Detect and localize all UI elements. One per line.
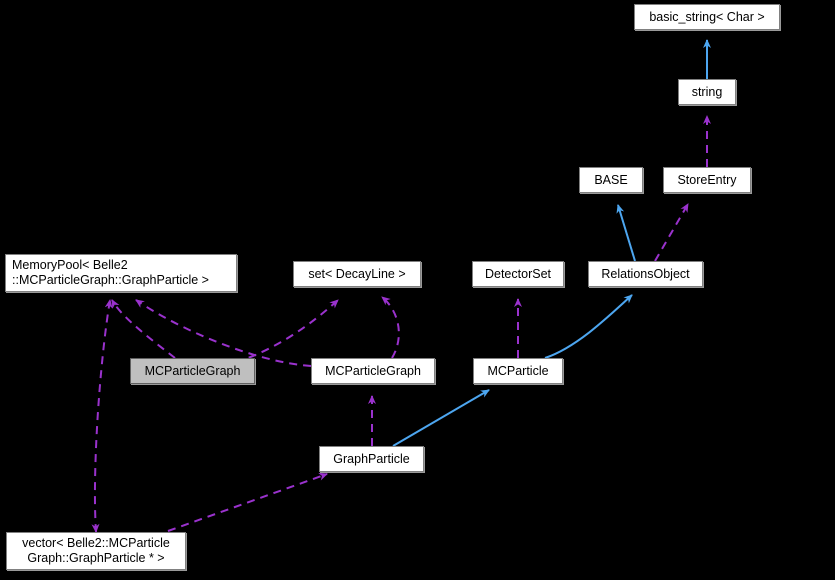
class-node-vector-graphparticle[interactable]: vector< Belle2::MCParticle Graph::GraphP…	[6, 532, 186, 570]
class-node-graph-particle[interactable]: GraphParticle	[319, 446, 424, 472]
class-node-store-entry[interactable]: StoreEntry	[663, 167, 751, 193]
class-node-label: StoreEntry	[677, 173, 737, 187]
edge-mcparticlegraph-to-memorypool	[135, 299, 312, 367]
edge-mcparticlegraph-current-to-setdecayline	[221, 299, 339, 367]
class-node-label: DetectorSet	[484, 267, 551, 281]
class-node-basic-string[interactable]: basic_string< Char >	[634, 4, 780, 30]
edge-vector-to-memorypool	[91, 299, 113, 533]
edge-mcparticle-to-relationsobject	[544, 294, 633, 359]
class-node-set-decayline[interactable]: set< DecayLine >	[293, 261, 421, 287]
edge-vector-to-graphparticle	[167, 472, 328, 532]
class-node-mcparticlegraph-current[interactable]: MCParticleGraph	[130, 358, 255, 384]
class-node-label: MemoryPool< Belle2 ::MCParticleGraph::Gr…	[12, 258, 209, 287]
edge-relationsobject-to-storeentry	[654, 203, 689, 262]
class-node-label: MCParticleGraph	[325, 364, 421, 378]
class-node-label: MCParticle	[487, 364, 549, 378]
class-node-detector-set[interactable]: DetectorSet	[472, 261, 564, 287]
class-node-label: RelationsObject	[601, 267, 690, 281]
edge-mcparticlegraph-current-to-memorypool	[111, 299, 176, 359]
class-node-string[interactable]: string	[678, 79, 736, 105]
class-node-relations-object[interactable]: RelationsObject	[588, 261, 703, 287]
edge-mcparticlegraph-to-setdecayline	[381, 296, 400, 359]
class-node-label: string	[691, 85, 723, 99]
class-node-label: GraphParticle	[333, 452, 410, 466]
class-node-mcparticlegraph[interactable]: MCParticleGraph	[311, 358, 435, 384]
class-node-label: MCParticleGraph	[144, 364, 241, 378]
edge-relationsobject-to-base	[616, 204, 636, 262]
edge-graphparticle-to-mcparticle	[392, 389, 490, 447]
class-node-memory-pool[interactable]: MemoryPool< Belle2 ::MCParticleGraph::Gr…	[5, 254, 237, 292]
class-node-label: BASE	[594, 173, 628, 187]
class-node-base[interactable]: BASE	[579, 167, 643, 193]
class-node-mcparticle[interactable]: MCParticle	[473, 358, 563, 384]
class-node-label: basic_string< Char >	[649, 10, 765, 24]
class-node-label: vector< Belle2::MCParticle Graph::GraphP…	[22, 536, 170, 565]
class-node-label: set< DecayLine >	[308, 267, 406, 281]
